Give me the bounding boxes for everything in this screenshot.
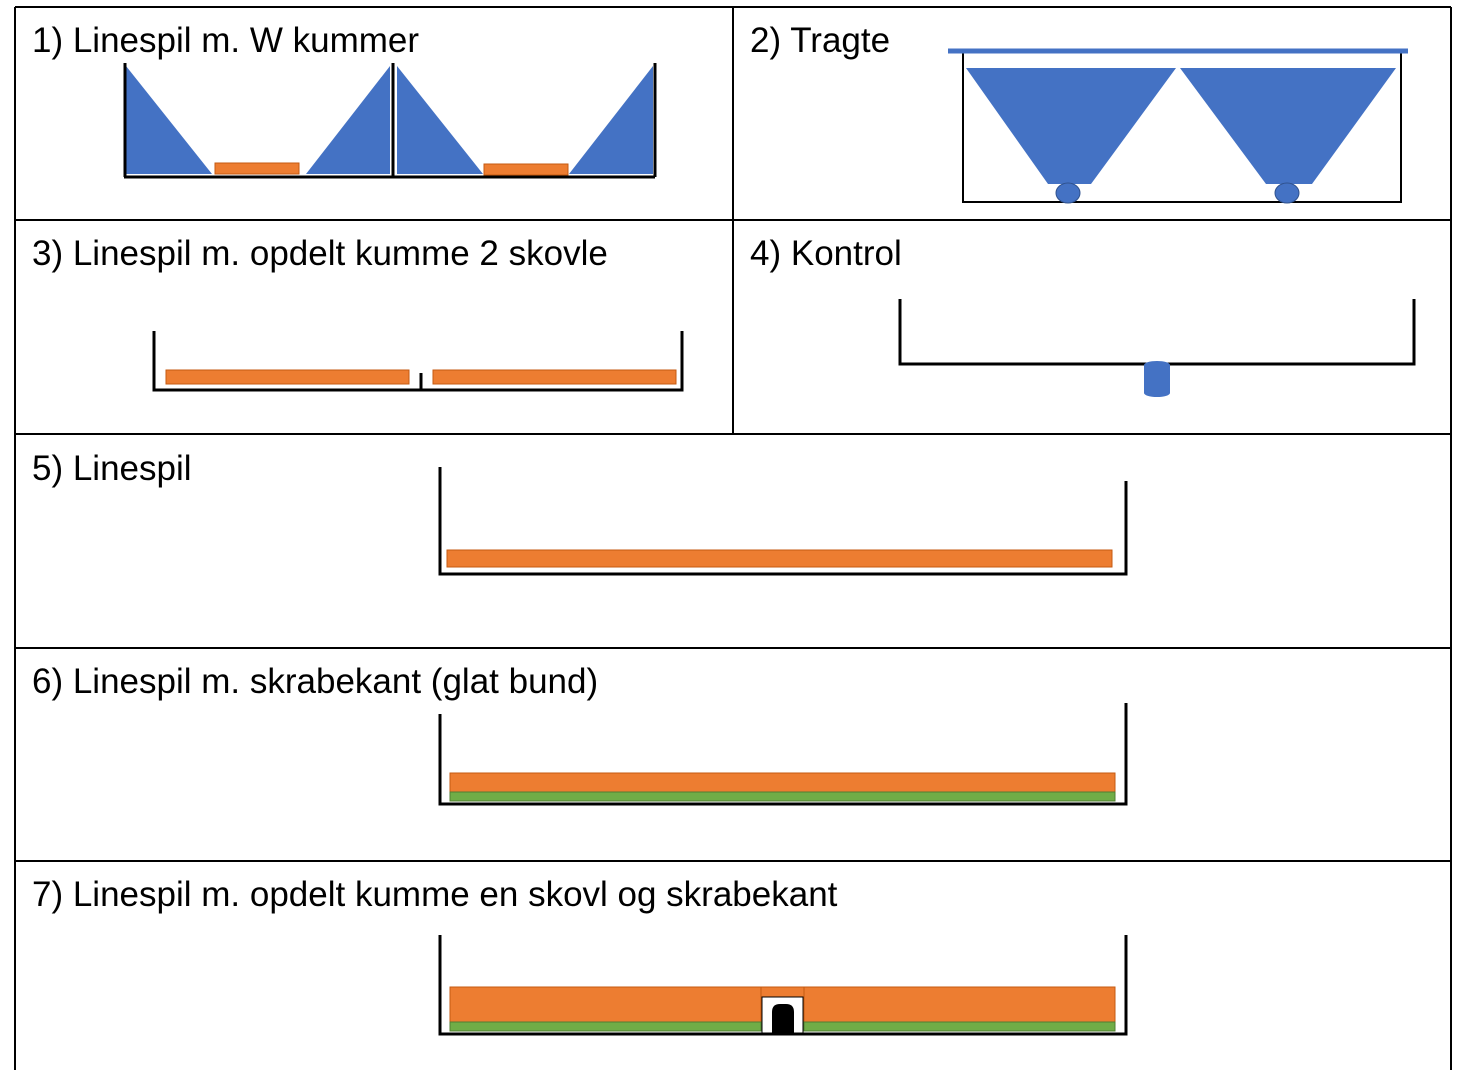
w-trough-left-wedge-2: [397, 66, 483, 174]
panel-4-label: 4) Kontrol: [750, 234, 902, 273]
scraper-edge-7-right: [803, 1021, 1116, 1032]
paddle-1: [214, 162, 300, 175]
control-trough-outline: [898, 299, 1416, 366]
panel-4-drawing: [898, 299, 1416, 397]
funnel-outlet-2: [1274, 182, 1300, 204]
paddle-2: [483, 163, 569, 176]
paddle-right: [432, 369, 677, 385]
scraper-edge-7-left: [449, 1021, 762, 1032]
panel-2-drawing: [948, 48, 1408, 204]
panel-1-label: 1) Linespil m. W kummer: [32, 21, 420, 60]
control-drain-pipe-bottom: [1144, 389, 1170, 397]
paddle-left: [165, 369, 410, 385]
funnel-1: [966, 68, 1176, 184]
divided-trough-outline: [152, 331, 684, 392]
paddle-7-right: [803, 986, 1116, 1023]
paddle-6: [449, 772, 1116, 793]
funnel-outlet-1: [1055, 182, 1081, 204]
panel-6-drawing: [438, 703, 1128, 806]
control-drain-pipe: [1144, 365, 1170, 393]
w-trough-right-wedge-2: [569, 66, 653, 174]
panel-5-drawing: [438, 467, 1128, 576]
paddle-7-bridge: [760, 986, 805, 998]
divider-post-7: [772, 1004, 794, 1034]
w-trough-right-wedge-1: [306, 66, 390, 174]
table-grid: [14, 6, 1452, 1070]
scraper-edge-6: [449, 791, 1116, 802]
panel-7-label: 7) Linespil m. opdelt kumme en skovl og …: [32, 875, 838, 914]
w-trough-left-wedge-1: [126, 66, 212, 174]
panel-1-drawing: [123, 63, 657, 179]
paddle-7-left: [449, 986, 762, 1023]
panel-6-label: 6) Linespil m. skrabekant (glat bund): [32, 662, 599, 701]
funnel-2: [1180, 68, 1396, 184]
trough-6-outline: [438, 703, 1128, 806]
panel-2-label: 2) Tragte: [750, 21, 891, 60]
panel-7-drawing: [438, 935, 1128, 1036]
panel-3-label: 3) Linespil m. opdelt kumme 2 skovle: [32, 234, 608, 273]
panel-5-label: 5) Linespil: [32, 449, 192, 488]
trough-5-outline: [438, 467, 1128, 576]
paddle-5: [446, 549, 1113, 568]
control-drain-pipe-top: [1144, 361, 1170, 369]
panel-3-drawing: [152, 331, 684, 392]
